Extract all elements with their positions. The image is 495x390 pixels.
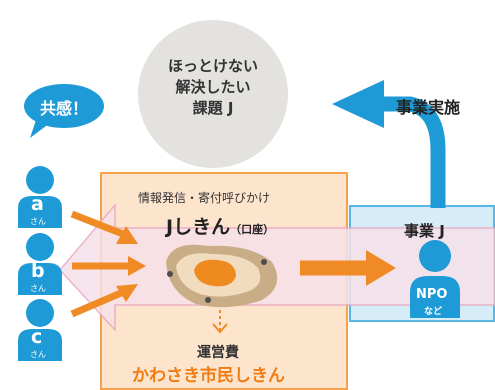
citizen-fund-name: かわさき市民しきん (132, 366, 285, 386)
transfer-arrow-head (366, 250, 396, 286)
j-fund-label: Jしきん（口座） (166, 212, 274, 239)
person-b-letter: b (31, 260, 45, 282)
person-b-san: さん (30, 284, 46, 293)
j-fund-sub: （口座） (230, 223, 275, 236)
person-a-letter: a (31, 193, 44, 215)
npo-project-label: 事業 J (404, 222, 445, 240)
person-a-san: さん (30, 217, 46, 226)
person-c-san: さん (30, 350, 46, 359)
info-banner-label: 情報発信・寄付呼びかけ (138, 191, 271, 205)
npo-name: NPO (416, 287, 448, 302)
pond-icon (166, 244, 278, 308)
issue-circle (138, 20, 288, 168)
person-c-icon (18, 299, 62, 361)
execution-arrow-shaft (380, 96, 446, 208)
issue-line-2: 解決したい (175, 78, 251, 96)
person-c-letter: c (31, 326, 43, 348)
npo-person-icon (410, 240, 460, 318)
info-banner-arrow (59, 202, 495, 332)
npo-suffix: など (424, 307, 443, 317)
donation-arrows (70, 210, 146, 318)
project-execution-label: 事業実施 (396, 98, 461, 117)
issue-line-3: 課題 J (192, 99, 234, 117)
empathy-text: 共感！ (39, 99, 88, 118)
operating-cost-arrow-icon (212, 310, 228, 334)
j-fund-main: Jしきん (166, 216, 231, 238)
person-a-icon (18, 166, 62, 228)
operating-cost-label: 運営費 (197, 345, 239, 361)
empathy-bubble (24, 84, 104, 128)
issue-text: ほっとけない 解決したい 課題 J (138, 56, 288, 119)
execution-arrow-head (332, 80, 384, 128)
issue-line-1: ほっとけない (167, 57, 258, 75)
person-b-icon (18, 233, 62, 295)
